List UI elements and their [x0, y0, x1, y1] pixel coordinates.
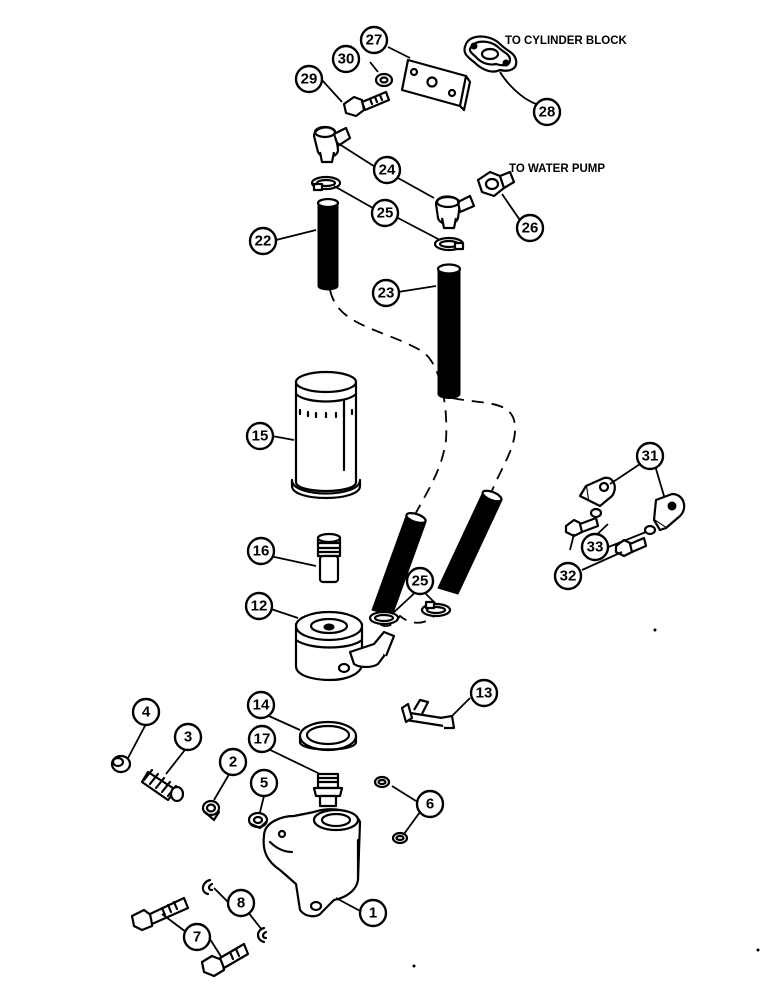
- plate-part-27: [400, 58, 472, 112]
- bushing-part-2: [201, 799, 221, 822]
- callout-29: 29: [294, 64, 324, 94]
- callout-4: 4: [131, 697, 161, 727]
- washer-part-8-upper: [201, 878, 214, 896]
- speck: [756, 948, 760, 952]
- svg-text:30: 30: [338, 51, 355, 68]
- plug-part-4: [110, 754, 132, 774]
- svg-text:25: 25: [412, 573, 429, 590]
- speck: [653, 628, 657, 632]
- hose-lower-left: [371, 511, 427, 617]
- svg-text:28: 28: [539, 104, 556, 121]
- o-rings-part-6: [373, 775, 409, 845]
- clip-part-31-right: [652, 492, 686, 532]
- washer-part-8-lower: [256, 926, 268, 944]
- svg-text:24: 24: [379, 162, 396, 179]
- callout-24: 24: [372, 155, 402, 185]
- svg-text:14: 14: [253, 697, 270, 714]
- svg-text:33: 33: [587, 539, 604, 556]
- svg-text:3: 3: [184, 729, 192, 746]
- svg-text:29: 29: [301, 71, 318, 88]
- bolt-part-7-lower: [200, 942, 250, 978]
- oil-cooler-housing-part-12: [294, 610, 396, 682]
- callout-30: 30: [331, 44, 361, 74]
- hose-clamp-part-25-lower-left: [368, 610, 400, 626]
- tee-fitting-part-13: [400, 698, 456, 730]
- callout-15: 15: [245, 421, 275, 451]
- callout-6: 6: [415, 789, 445, 819]
- callout-26: 26: [515, 213, 545, 243]
- svg-text:1: 1: [369, 905, 377, 922]
- hose-lower-right: [437, 489, 503, 595]
- bolt-part-29: [342, 90, 391, 118]
- svg-text:17: 17: [254, 731, 271, 748]
- svg-text:7: 7: [193, 929, 201, 946]
- oil-filter-part-15: [290, 370, 362, 500]
- clip-part-31-left: [578, 476, 616, 508]
- svg-text:32: 32: [560, 568, 577, 585]
- svg-text:5: 5: [260, 775, 268, 792]
- speck: [412, 964, 416, 968]
- callout-8: 8: [226, 888, 256, 918]
- piston-part-5: [247, 811, 269, 830]
- svg-text:15: 15: [252, 428, 269, 445]
- dashed-hose-routing: [329, 289, 516, 628]
- callout-16: 16: [246, 536, 276, 566]
- elbow-fitting-part-24-lower: [434, 194, 476, 230]
- svg-text:22: 22: [255, 233, 272, 250]
- callout-5: 5: [249, 768, 279, 798]
- svg-text:31: 31: [642, 448, 659, 465]
- hose-part-23: [436, 263, 462, 399]
- svg-text:2: 2: [229, 754, 237, 771]
- callout-3: 3: [173, 722, 203, 752]
- washer-part-33-left: [589, 507, 603, 519]
- svg-text:26: 26: [522, 220, 539, 237]
- water-pump-fitting-part-26: [476, 170, 516, 198]
- bolt-part-7-upper: [130, 896, 190, 932]
- callout-33: 33: [580, 532, 610, 562]
- svg-text:23: 23: [378, 285, 395, 302]
- callout-17: 17: [247, 724, 277, 754]
- note-to-water-pump: TO WATER PUMP: [509, 163, 605, 175]
- hose-clamp-part-25-lower-right: [420, 600, 452, 618]
- callout-23: 23: [371, 278, 401, 308]
- svg-text:12: 12: [251, 598, 268, 615]
- svg-text:16: 16: [253, 543, 270, 560]
- callout-22: 22: [248, 226, 278, 256]
- callout-32: 32: [553, 561, 583, 591]
- callout-2: 2: [218, 747, 248, 777]
- leader-lines: [127, 46, 665, 959]
- callout-31: 31: [635, 441, 665, 471]
- adapter-part-17: [312, 772, 344, 808]
- svg-text:27: 27: [366, 32, 383, 49]
- callout-25-lower: 25: [405, 566, 435, 596]
- callout-14: 14: [246, 690, 276, 720]
- hose-part-22: [316, 197, 340, 291]
- note-to-cylinder-block: TO CYLINDER BLOCK: [505, 35, 628, 47]
- callout-28: 28: [532, 97, 562, 127]
- sealing-ring-part-14: [298, 720, 358, 752]
- filter-base-part-1: [262, 808, 362, 918]
- callout-13: 13: [469, 678, 499, 708]
- washer-part-33-right: [643, 524, 657, 536]
- gasket-part-28: [463, 35, 518, 73]
- svg-text:8: 8: [237, 895, 245, 912]
- callout-7: 7: [182, 922, 212, 952]
- nipple-part-16: [316, 532, 342, 584]
- callout-12: 12: [244, 591, 274, 621]
- hose-clamp-part-25-upper: [310, 175, 342, 192]
- svg-text:6: 6: [426, 796, 434, 813]
- spring-part-3: [140, 768, 185, 803]
- washer-part-30: [374, 72, 394, 88]
- callout-1: 1: [358, 898, 388, 928]
- svg-text:25: 25: [377, 205, 394, 222]
- svg-text:4: 4: [142, 704, 151, 721]
- elbow-fitting-part-24-upper: [312, 125, 352, 164]
- callout-25-upper: 25: [370, 198, 400, 228]
- bolt-part-32-left: [564, 516, 600, 538]
- svg-text:13: 13: [476, 685, 493, 702]
- callout-27: 27: [359, 25, 389, 55]
- hose-clamp-part-25-mid: [433, 236, 465, 252]
